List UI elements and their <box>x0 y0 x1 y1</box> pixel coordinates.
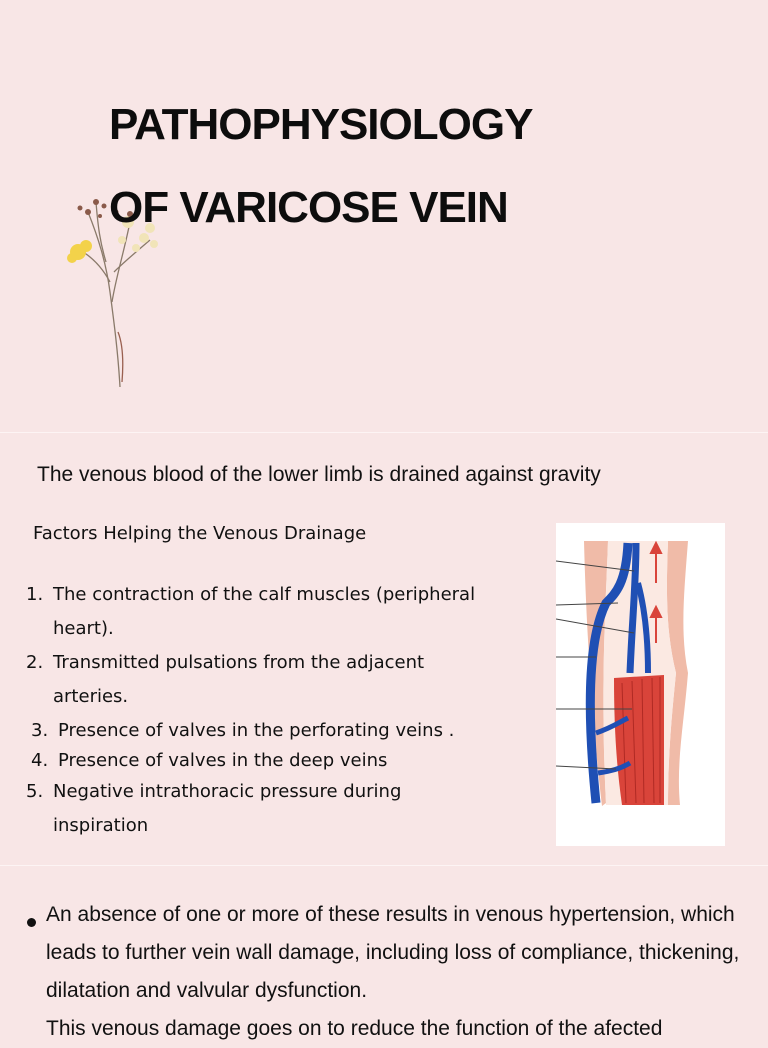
bullet-paragraph: An absence of one or more of these resul… <box>46 903 740 1040</box>
title-line-2: OF VARICOSE VEIN <box>109 183 509 232</box>
list-item: 5. Negative intrathoracic pressure durin… <box>26 781 402 836</box>
list-item: 4. Presence of valves in the deep veins <box>31 750 388 771</box>
title-line-1: PATHOPHYSIOLOGY <box>109 100 533 149</box>
intro-text: The venous blood of the lower limb is dr… <box>37 463 601 486</box>
list-item: 2. Transmitted pulsations from the adjac… <box>26 652 425 707</box>
title-slide: PATHOPHYSIOLOGY OF VARICOSE VEIN <box>0 0 768 432</box>
factors-slide: The venous blood of the lower limb is dr… <box>0 433 768 865</box>
list-item: 1. The contraction of the calf muscles (… <box>26 584 476 639</box>
factors-list: 1. The contraction of the calf muscles (… <box>0 578 540 843</box>
hypertension-slide: An absence of one or more of these resul… <box>0 866 768 1040</box>
slide-divider <box>0 865 768 866</box>
bullet-dot-icon <box>27 918 36 927</box>
vein-anatomy-diagram <box>556 523 725 846</box>
list-item: 3. Presence of valves in the perforating… <box>31 720 455 741</box>
dried-flower-illustration <box>67 199 158 388</box>
factors-heading: Factors Helping the Venous Drainage <box>33 523 367 544</box>
slide-divider <box>0 432 768 433</box>
